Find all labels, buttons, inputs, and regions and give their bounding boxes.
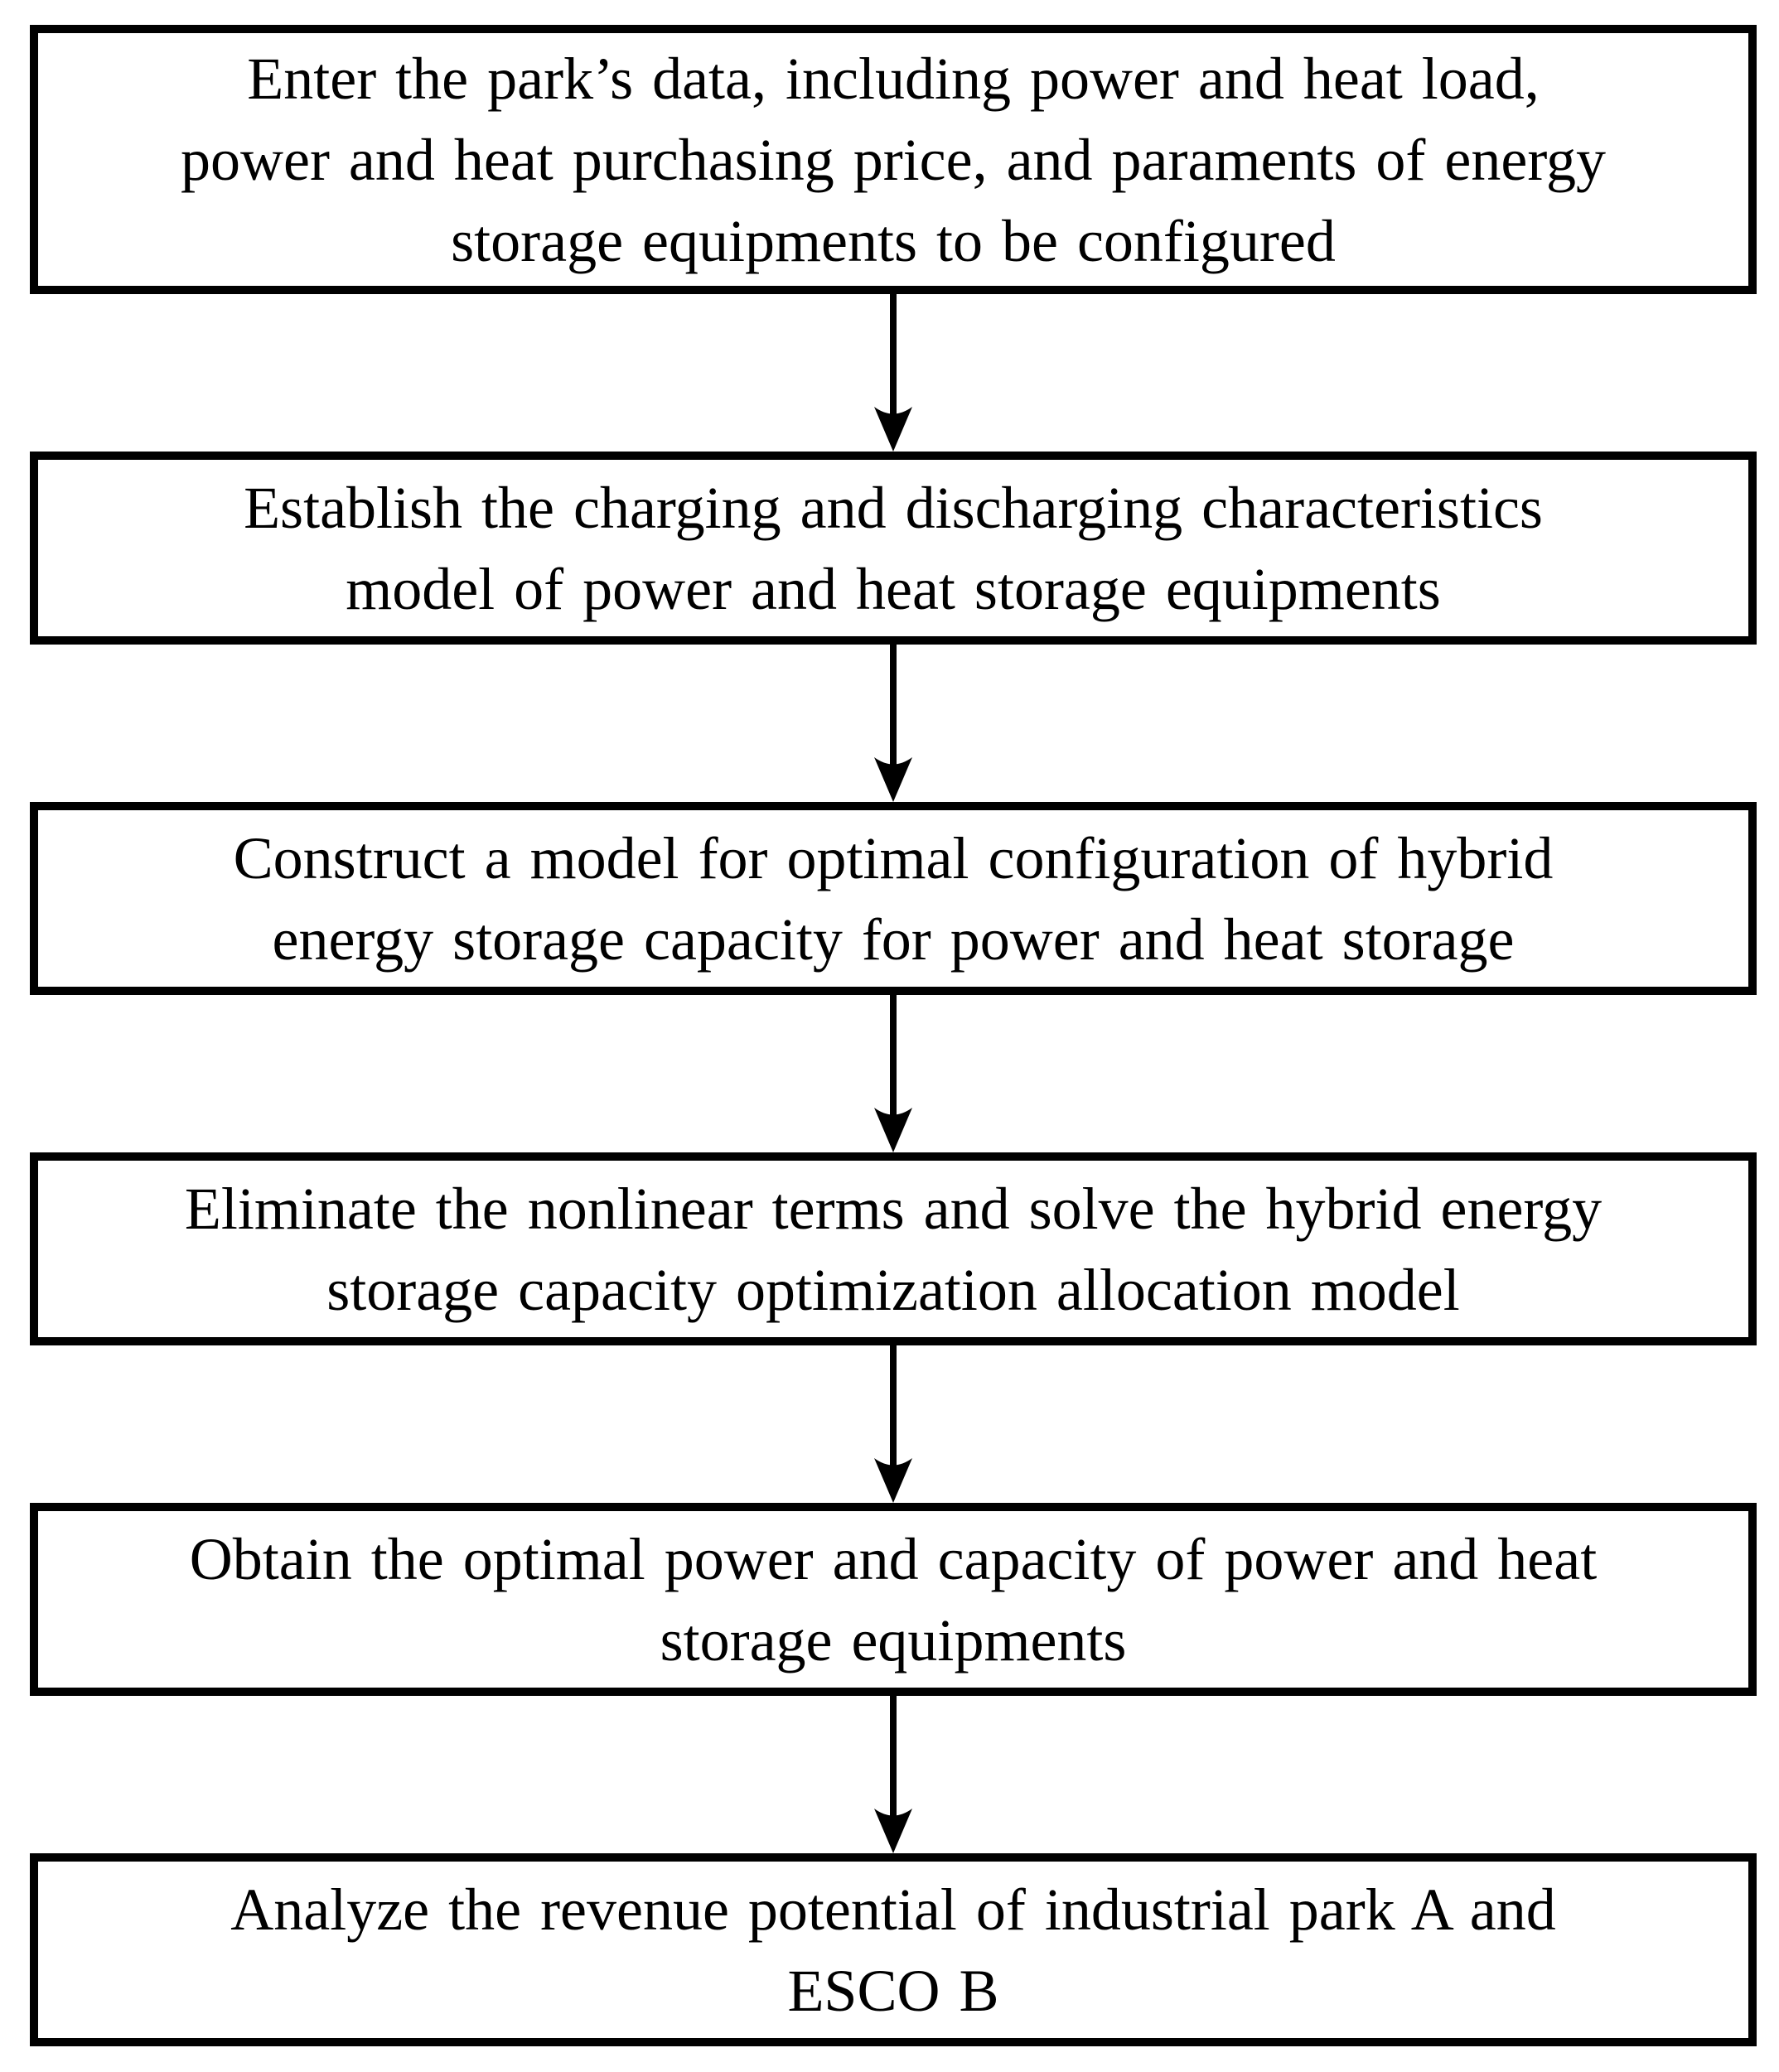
flow-step-1: Enter the park’s data, including power a… bbox=[30, 25, 1757, 294]
flow-step-4: Eliminate the nonlinear terms and solve … bbox=[30, 1152, 1757, 1345]
flow-step-3: Construct a model for optimal configurat… bbox=[30, 802, 1757, 995]
down-arrow-icon bbox=[874, 645, 912, 802]
down-arrow-icon bbox=[874, 1696, 912, 1853]
flow-step-6-line-1: Analyze the revenue potential of industr… bbox=[230, 1876, 1556, 1943]
flow-step-3-line-1: Construct a model for optimal configurat… bbox=[233, 824, 1554, 891]
flow-step-3-line-2: energy storage capacity for power and he… bbox=[272, 906, 1515, 973]
flow-step-6-line-2: ESCO B bbox=[787, 1957, 999, 2024]
flow-step-4-line-1: Eliminate the nonlinear terms and solve … bbox=[184, 1175, 1603, 1242]
down-arrow-icon bbox=[874, 294, 912, 452]
flow-step-1-line-2: power and heat purchasing price, and par… bbox=[180, 126, 1606, 193]
flow-step-2-line-2: model of power and heat storage equipmen… bbox=[346, 555, 1441, 622]
down-arrow-icon bbox=[874, 995, 912, 1152]
flow-step-5-line-2: storage equipments bbox=[660, 1606, 1127, 1674]
flow-step-5-line-1: Obtain the optimal power and capacity of… bbox=[189, 1525, 1598, 1592]
flow-step-1-line-1: Enter the park’s data, including power a… bbox=[247, 45, 1540, 112]
down-arrow-icon bbox=[874, 1345, 912, 1503]
flow-step-2-line-1: Establish the charging and discharging c… bbox=[244, 474, 1543, 541]
flow-step-1-line-3: storage equipments to be configured bbox=[451, 207, 1336, 274]
flow-step-6: Analyze the revenue potential of industr… bbox=[30, 1853, 1757, 2046]
flow-step-2: Establish the charging and discharging c… bbox=[30, 452, 1757, 645]
flowchart-stack: Enter the park’s data, including power a… bbox=[30, 25, 1757, 2046]
flow-step-4-line-2: storage capacity optimization allocation… bbox=[326, 1256, 1460, 1323]
flow-step-5: Obtain the optimal power and capacity of… bbox=[30, 1503, 1757, 1696]
